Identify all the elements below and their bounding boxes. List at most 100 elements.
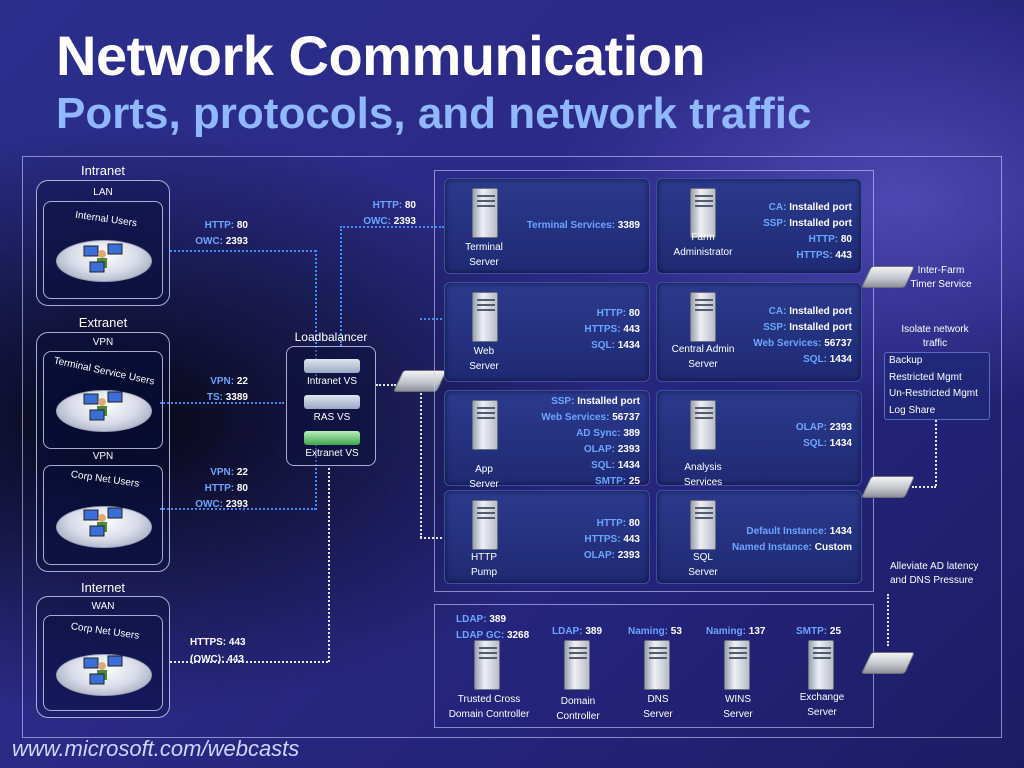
isolate-item-backup: Backup bbox=[889, 355, 923, 366]
link-alleviate-v bbox=[887, 594, 889, 646]
extranet-label: Extranet bbox=[78, 315, 128, 330]
link-internet-h bbox=[170, 661, 328, 663]
isolate-item-logshare: Log Share bbox=[889, 404, 936, 416]
footer-url[interactable]: www.microsoft.com/webcasts bbox=[12, 736, 300, 761]
farm-frame bbox=[434, 170, 874, 592]
link-isolate-h bbox=[912, 486, 936, 488]
ras-vs-label: RAS VS bbox=[313, 412, 351, 423]
link-lb-top-v bbox=[340, 226, 342, 346]
internet-label: Internet bbox=[80, 580, 126, 595]
server-icon bbox=[690, 400, 716, 450]
infra-2-ports: Naming: 53 bbox=[628, 626, 682, 637]
link-farm-v bbox=[420, 390, 422, 538]
lan-label: LAN bbox=[93, 187, 113, 198]
users-icon bbox=[83, 507, 123, 537]
isolate-item-unrestricted: Un-Restricted Mgmt bbox=[889, 388, 978, 399]
extranet-group: VPN Terminal Service Users VPN Corp Net … bbox=[36, 332, 170, 572]
ras-vs-arrow-icon bbox=[304, 395, 360, 409]
server-icon bbox=[690, 188, 716, 238]
link-ts-h bbox=[160, 402, 284, 404]
users-icon bbox=[83, 391, 123, 421]
server-icon bbox=[472, 188, 498, 238]
page-subtitle: Ports, protocols, and network traffic bbox=[56, 89, 812, 138]
server-icon bbox=[808, 640, 834, 690]
link-intranet-v bbox=[315, 250, 317, 376]
server-icon bbox=[472, 500, 498, 550]
link-isolate-v bbox=[935, 420, 937, 486]
server-icon bbox=[644, 640, 670, 690]
page-title: Network Communication bbox=[56, 24, 706, 87]
server-icon bbox=[724, 640, 750, 690]
wan-label: WAN bbox=[91, 601, 115, 612]
vpn-label-1: VPN bbox=[92, 337, 114, 348]
corp-users-panel-1: Corp Net Users bbox=[43, 465, 163, 565]
internal-users-title: Internal Users bbox=[74, 209, 138, 230]
internet-group: WAN Corp Net Users bbox=[36, 596, 170, 718]
vpn-label-2: VPN bbox=[92, 451, 114, 462]
corp-users-panel-2: Corp Net Users bbox=[43, 615, 163, 711]
extranet-vs-arrow-icon bbox=[304, 431, 360, 445]
farm-row-0-left-ports: Terminal Services: 3389 bbox=[526, 220, 640, 231]
link-internet-v bbox=[328, 468, 330, 662]
internal-users-panel: Internal Users bbox=[43, 201, 163, 299]
infra-1-ports: LDAP: 389 bbox=[552, 626, 603, 637]
server-icon bbox=[690, 500, 716, 550]
intranet-label: Intranet bbox=[80, 163, 126, 178]
ts-link-ports: VPN: 22 TS: 3389 bbox=[206, 376, 248, 403]
link-intranet-h bbox=[170, 250, 316, 252]
internet-link-ports: HTTPS: 443 (OWC): 443 bbox=[190, 637, 246, 665]
terminal-users-title: Terminal Service Users bbox=[52, 355, 156, 388]
link-corp-v bbox=[315, 440, 317, 510]
extranet-vs-label: Extranet VS bbox=[305, 448, 359, 459]
server-icon bbox=[472, 400, 498, 450]
isolate-item-restricted: Restricted Mgmt bbox=[889, 371, 962, 383]
link-lb-switch bbox=[376, 384, 396, 386]
internal-users-disc bbox=[56, 240, 152, 282]
intranet-vs-arrow-icon bbox=[304, 359, 360, 373]
link-lb-top-h bbox=[340, 226, 444, 228]
corp-users-title-2: Corp Net Users bbox=[70, 621, 140, 642]
infra-4-ports: SMTP: 25 bbox=[796, 626, 842, 637]
link-corp-h bbox=[160, 508, 316, 510]
intranet-group: LAN Internal Users bbox=[36, 180, 170, 306]
lb-top-link-ports: HTTP: 80 OWC: 2393 bbox=[363, 200, 416, 227]
loadbalancer-box: Intranet VS RAS VS Extranet VS bbox=[286, 346, 376, 466]
loadbalancer-label: Loadbalancer bbox=[294, 330, 368, 344]
infra-3-ports: Naming: 137 bbox=[706, 626, 766, 637]
intranet-link-ports: HTTP: 80 OWC: 2393 bbox=[195, 220, 248, 247]
server-icon bbox=[564, 640, 590, 690]
users-icon bbox=[83, 655, 123, 685]
terminal-users-disc bbox=[56, 390, 152, 432]
server-icon bbox=[472, 292, 498, 342]
server-icon bbox=[690, 292, 716, 342]
terminal-users-panel: Terminal Service Users bbox=[43, 351, 163, 449]
corp-link-ports: VPN: 22 HTTP: 80 OWC: 2393 bbox=[195, 467, 248, 510]
link-farm-h bbox=[420, 537, 442, 539]
intranet-vs-label: Intranet VS bbox=[306, 376, 358, 387]
server-icon bbox=[474, 640, 500, 690]
